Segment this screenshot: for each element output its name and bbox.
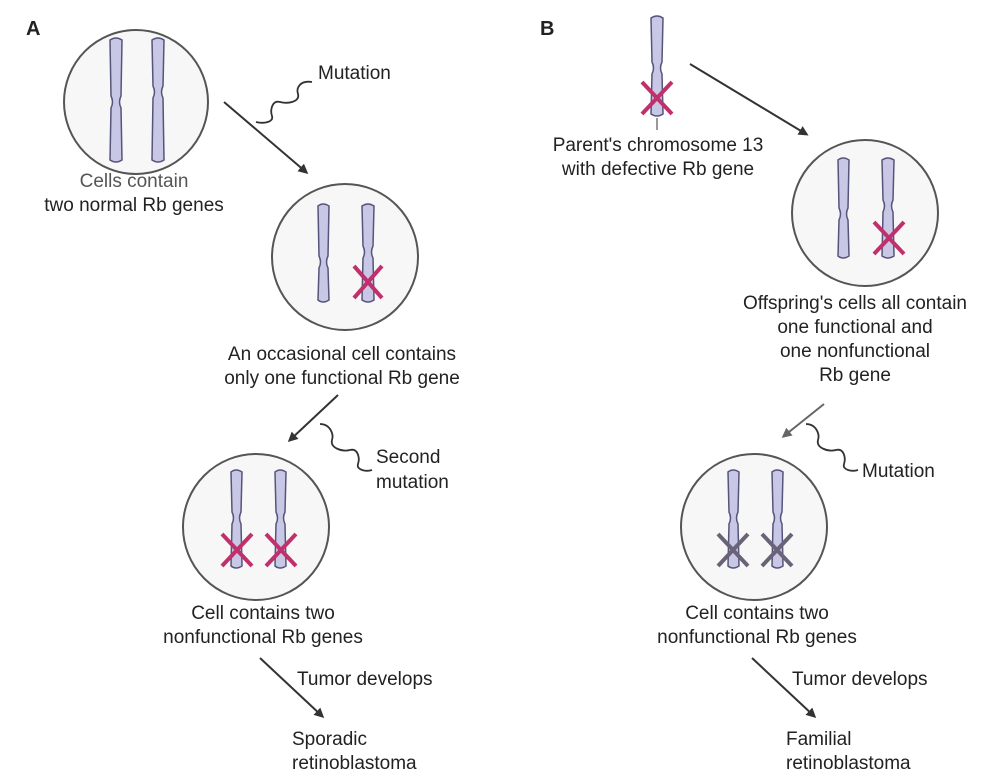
a-two-nonfunctional-line-2: nonfunctional Rb genes [163,627,363,648]
chromosome [650,15,664,117]
b-outcome-line-1: Familial [786,729,852,750]
b-two-nonfunctional-line-1: Cell contains two [685,603,829,624]
panel-a-cell-two-nonfunctional [182,453,330,601]
defective-gene-mark [264,532,298,568]
a-outcome-line-1: Sporadic [292,729,367,750]
defective-gene-mark [872,220,906,256]
panel-b-cell-offspring [791,139,939,287]
b-parent-label-line-1: Parent's chromosome 13 [552,135,764,156]
panel-b-arrow-2 [781,403,859,472]
chromosome [837,157,850,259]
b-parent-label-line-2: with defective Rb gene [561,159,755,180]
panel-a-arrow-3 [259,657,325,719]
a-start-label-line-2: two normal Rb genes [44,195,224,216]
b-offspring-line-1: Offspring's cells all contain [743,293,967,314]
a-one-functional-line-2: only one functional Rb gene [224,368,460,389]
a-outcome-line-2: retinoblastoma [292,753,417,774]
panel-a-cell-one-functional [271,183,419,331]
a-second-mutation-line-1: Second [376,447,441,468]
b-two-nonfunctional-line-2: nonfunctional Rb genes [657,627,857,648]
b-tumor-label: Tumor develops [792,669,928,690]
b-outcome-line-2: retinoblastoma [786,753,911,774]
panel-letter-b: B [540,18,555,40]
panel-b-cell-two-nonfunctional [680,453,828,601]
a-one-functional-line-1: An occasional cell contains [227,344,457,365]
chromosome [230,469,243,569]
panel-letter-a: A [26,18,41,40]
b-offspring-line-4: Rb gene [819,365,891,386]
panel-b-arrow-1 [689,63,809,136]
b-offspring-line-2: one functional and [777,317,933,338]
a-second-mutation-line-2: mutation [376,472,449,493]
a-mutation-label: Mutation [318,63,391,84]
panel-a-arrow-1 [223,80,313,174]
chromosome [151,37,165,163]
defective-gene-mark [640,80,674,116]
a-start-label-line-1: Cells contain [79,171,189,192]
mutation-squiggle [805,423,859,472]
defective-gene-mark [352,264,384,300]
panel-b-parent-chromosome [640,15,674,130]
chromosome [274,469,287,569]
b-offspring-line-3: one nonfunctional [779,341,931,362]
chromosome [317,203,330,303]
chromosome [727,469,740,569]
b-mutation-label: Mutation [862,461,935,482]
panel-b-arrow-3 [751,657,817,719]
defective-gene-mark [760,532,794,568]
chromosome [109,37,123,163]
panel-a-cell-normal [63,29,209,175]
second-mutation-squiggle [319,423,373,472]
defective-gene-mark [220,532,254,568]
a-two-nonfunctional-line-1: Cell contains two [191,603,335,624]
defective-gene-mark [716,532,750,568]
a-tumor-label: Tumor develops [297,669,433,690]
chromosome [771,469,784,569]
panel-a-arrow-2 [287,394,373,472]
mutation-squiggle [255,80,313,124]
